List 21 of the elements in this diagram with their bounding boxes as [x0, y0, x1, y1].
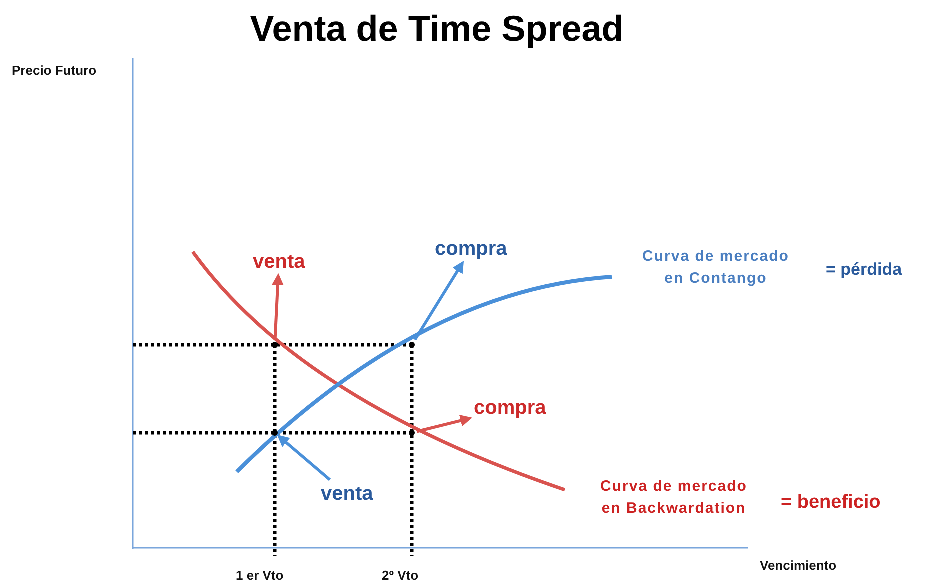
arrow: [272, 273, 284, 340]
chart-text: = beneficio: [781, 492, 881, 514]
chart-text: Vencimiento: [760, 558, 837, 573]
chart-text: 2º Vto: [382, 568, 419, 583]
arrow-label: compra: [471, 396, 550, 421]
junction-dot: [272, 430, 278, 436]
chart-text: Curva de mercado en Contango: [642, 247, 790, 289]
arrow-label: compra: [432, 237, 510, 262]
arrow-label: venta: [318, 482, 376, 507]
chart-text: 1 er Vto: [236, 568, 284, 583]
diagram-title: Venta de Time Spread: [249, 8, 625, 50]
chart-text: Curva de mercado en Backwardation: [600, 477, 748, 519]
arrow: [277, 434, 332, 482]
arrow: [416, 414, 472, 434]
arrow: [414, 260, 464, 341]
chart-text: = pérdida: [826, 260, 902, 280]
chart-text: Precio Futuro: [12, 63, 97, 78]
junction-dot: [272, 342, 278, 348]
junction-dot: [409, 430, 415, 436]
arrow-label: venta: [250, 250, 308, 275]
junction-dot: [409, 342, 415, 348]
